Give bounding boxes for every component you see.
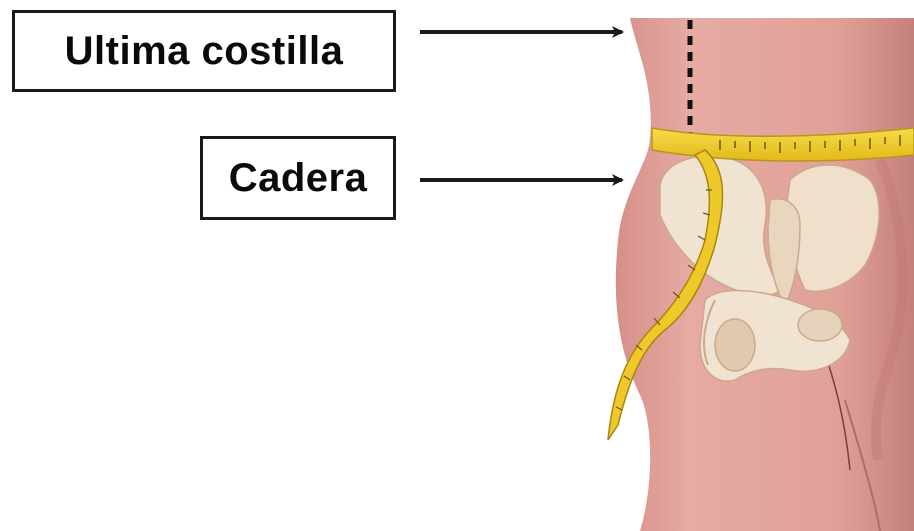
anatomy-illustration bbox=[0, 0, 914, 531]
